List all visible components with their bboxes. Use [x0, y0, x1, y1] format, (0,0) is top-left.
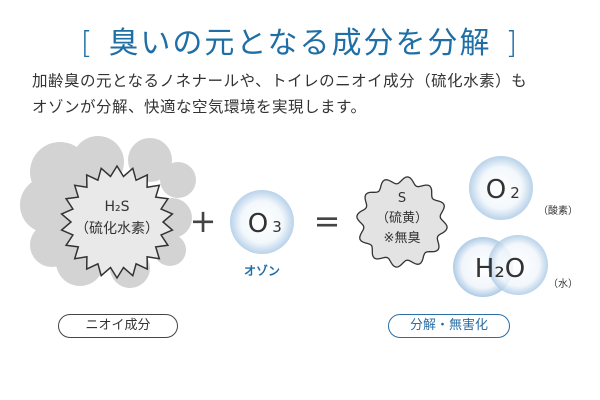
page-title: [ 臭いの元となる成分を分解]	[0, 18, 600, 62]
oxygen-bubble	[469, 156, 533, 220]
ozone-bubble	[230, 190, 294, 254]
h2s-formula: H₂S	[104, 199, 129, 215]
oxygen-formula-sub: 2	[510, 184, 520, 202]
ozone-formula-sub: 3	[272, 218, 282, 236]
ozone-formula-main: O	[248, 209, 268, 239]
description-line-2: オゾンが分解、快適な空気環境を実現します。	[32, 98, 367, 116]
title-bracket-left: [	[80, 26, 95, 61]
sulfur-note: ※無臭	[384, 231, 421, 246]
title-text: 臭いの元となる成分を分解	[108, 26, 492, 61]
h2s-starburst	[60, 164, 174, 280]
sulfur-name: （硫黄）	[376, 211, 428, 226]
water-name: （水）	[548, 278, 578, 290]
h2s-name: （硫化水素）	[75, 221, 159, 237]
odor-component-label: ニオイ成分	[58, 314, 178, 338]
oxygen-formula-main: O	[486, 175, 506, 205]
sulfur-symbol: S	[398, 191, 406, 206]
ozone-name: オゾン	[244, 263, 280, 278]
oxygen-name: （酸素）	[538, 204, 578, 217]
decomposed-harmless-label: 分解・無害化	[388, 314, 510, 338]
equals-sign: =	[314, 202, 341, 240]
description-line-1: 加齢臭の元となるノネナールや、トイレのニオイ成分（硫化水素）も	[32, 72, 528, 90]
plus-sign: +	[190, 202, 217, 240]
sulfur-blob	[356, 176, 448, 268]
title-bracket-right: ]	[505, 26, 520, 61]
water-bubbles	[453, 235, 548, 297]
description: 加齢臭の元となるノネナールや、トイレのニオイ成分（硫化水素）も オゾンが分解、快…	[32, 68, 592, 120]
water-formula: H₂O	[475, 254, 525, 284]
